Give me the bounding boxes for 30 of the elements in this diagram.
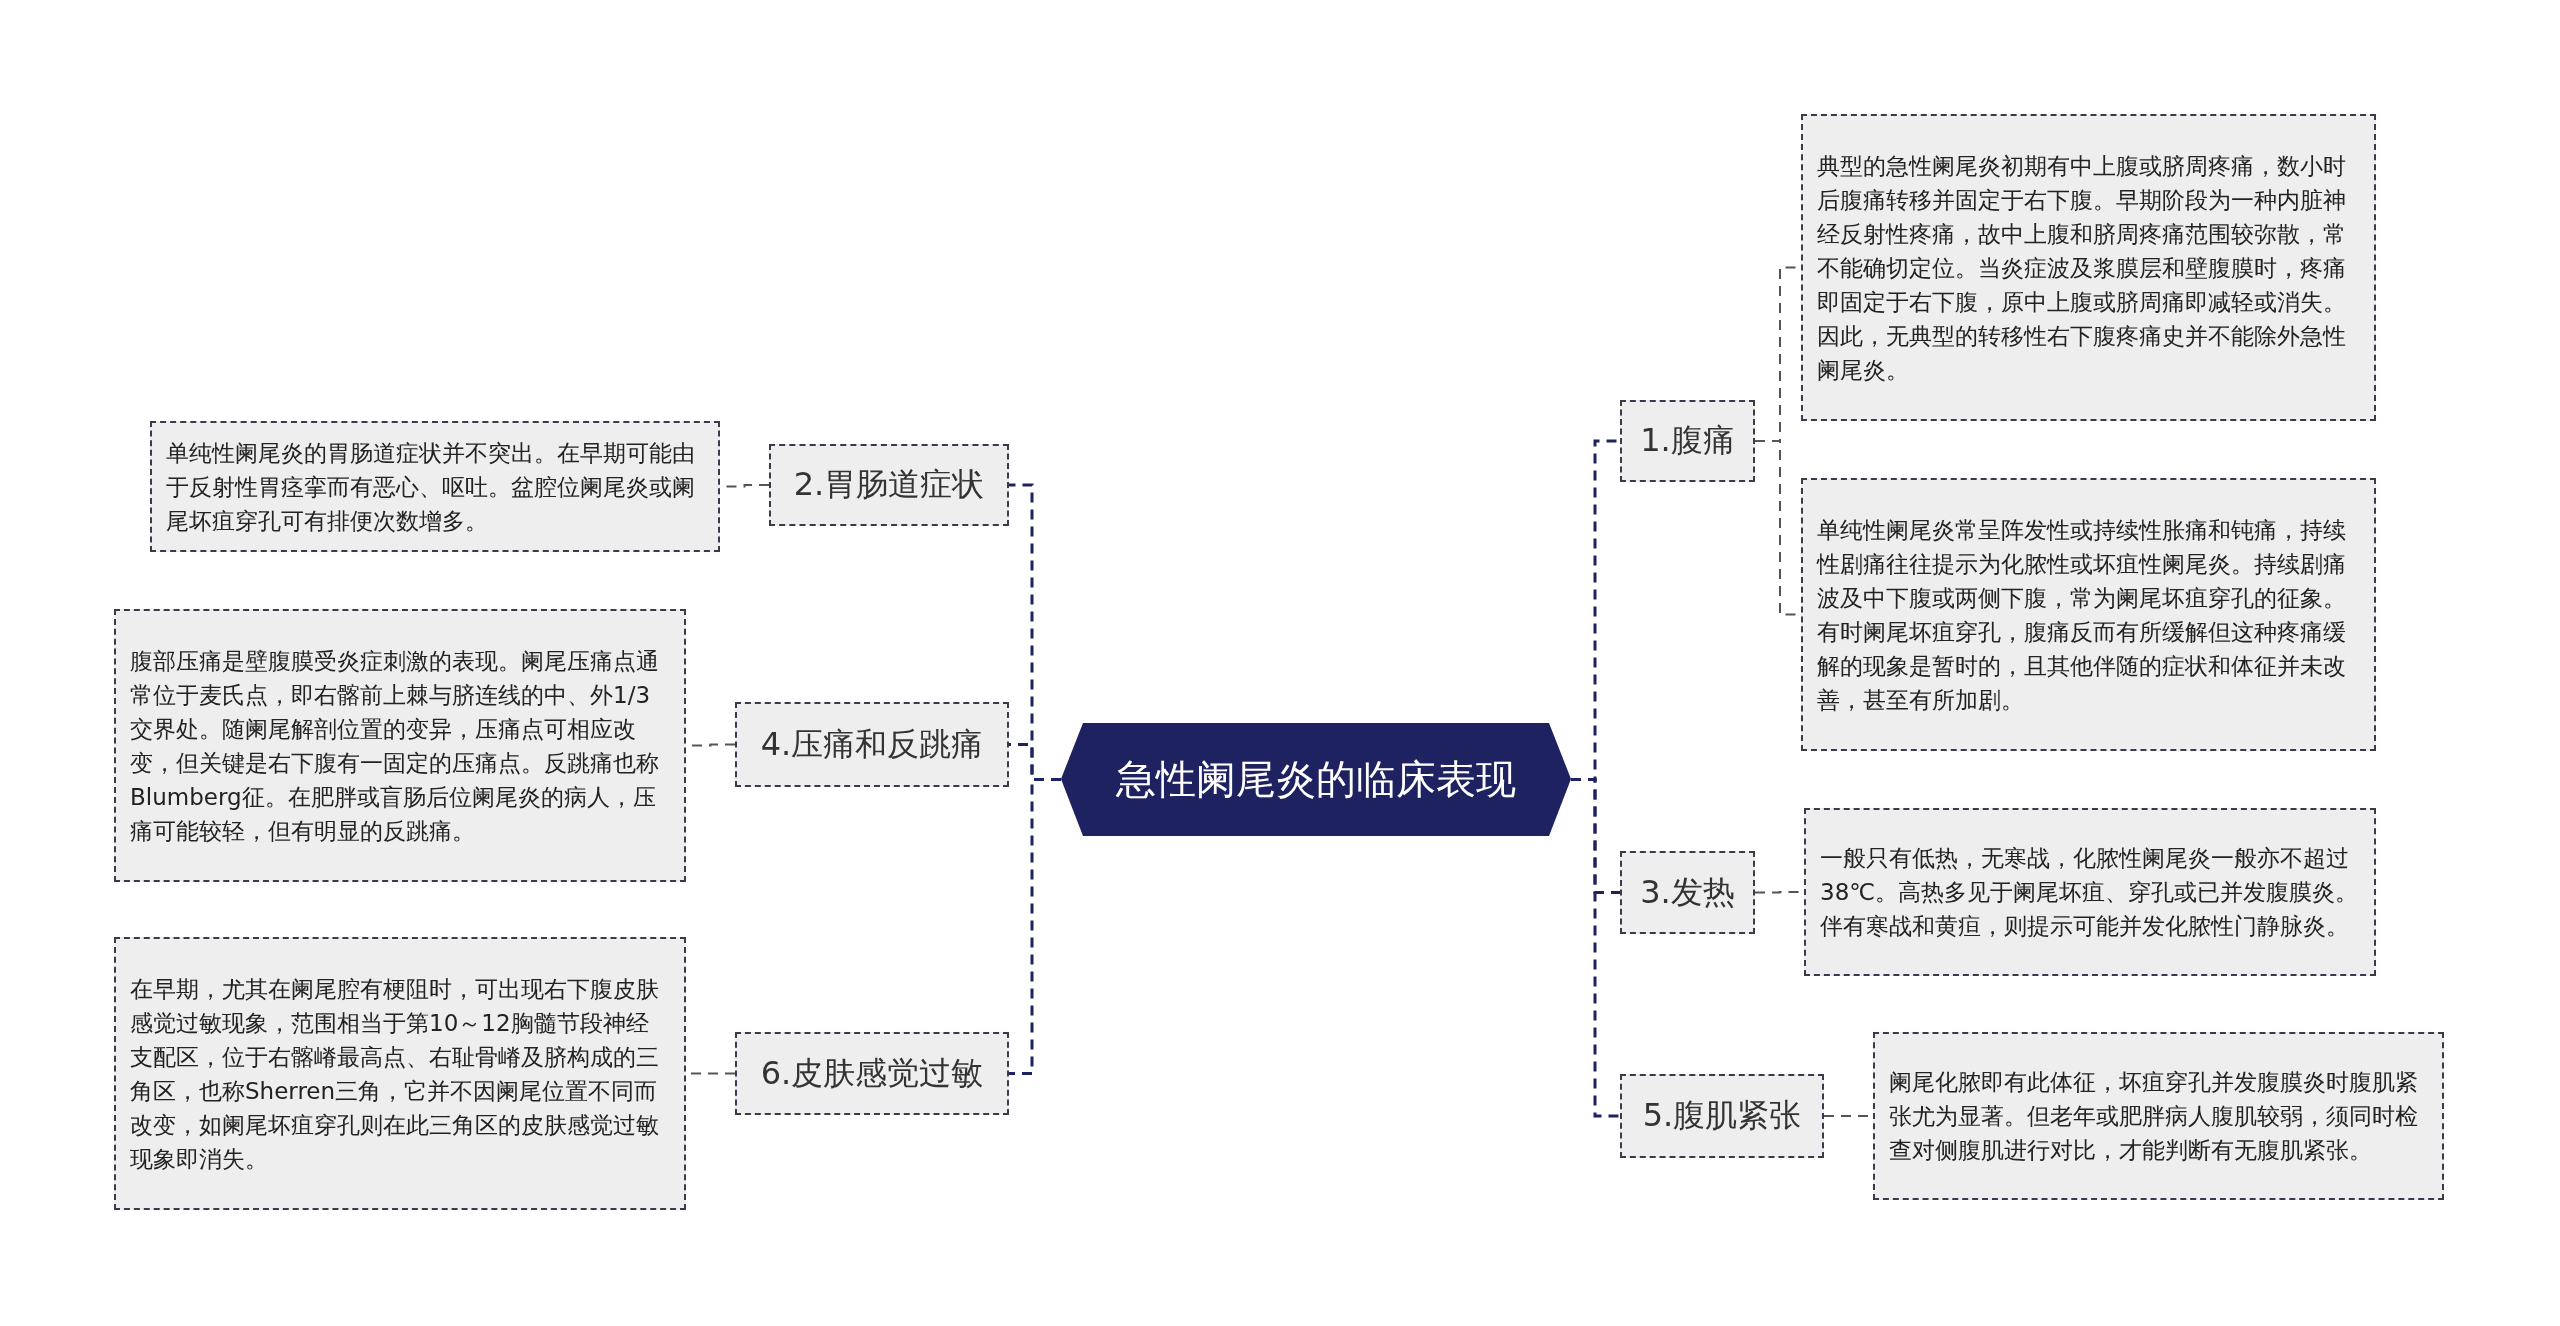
topic-label: 2.胃肠道症状 <box>793 464 985 505</box>
connector <box>1009 778 1061 1075</box>
note-box <box>114 937 686 1210</box>
note-text: 阑尾化脓即有此体征，坏疽穿孔并发腹膜炎时腹肌紧张尤为显著。但老年或肥胖病人腹肌较弱，须同时检查对侧腹肌进行对比，才能判断有无腹肌紧张。 <box>1889 1068 2419 1165</box>
note-box <box>114 609 686 882</box>
note-box <box>1804 808 2376 976</box>
topic-box <box>1620 1074 1824 1158</box>
note-text: 一般只有低热，无寒战，化脓性阑尾炎一般亦不超过38℃。高热多见于阑尾坏疽、穿孔或已并发腹膜炎。伴有寒战和黄疸，则提示可能并发化脓性门静脉炎。 <box>1820 844 2360 941</box>
note-text: 单纯性阑尾炎的胃肠道症状并不突出。在早期可能由于反射性胃痉挛而有恶心、呕吐。盆腔位阑尾炎或阑尾坏疽穿孔可有排便次数增多。 <box>166 438 696 536</box>
central-topic <box>1061 723 1571 836</box>
connector <box>1571 778 1620 1118</box>
note-box <box>1801 478 2376 751</box>
topic-label: 5.腹肌紧张 <box>1642 1095 1802 1136</box>
note-text: 腹部压痛是壁腹膜受炎症刺激的表现。阑尾压痛点通常位于麦氏点，即右髂前上棘与脐连线的中、外1/3交界处。随阑尾解剖位置的变异，压痛点可相应改变，但关键是右下腹有一固定的压痛点。反跳痛也称Blumberg征。在肥胖或盲肠后位阑尾炎的病人，压痛可能较轻，但有明显的反跳痛。 <box>130 646 660 846</box>
topic-box <box>1620 400 1755 482</box>
topic-label: 急性阑尾炎的临床表现 <box>1116 755 1516 804</box>
topic-box <box>1620 851 1755 934</box>
topic-box <box>735 702 1009 787</box>
note-text: 典型的急性阑尾炎初期有中上腹或脐周疼痛，数小时后腹痛转移并固定于右下腹。早期阶段为一种内脏神经反射性疼痛，故中上腹和脐周疼痛范围较弥散，常不能确切定位。当炎症波及浆膜层和壁腹膜时，疼痛即固定于右下腹，原中上腹或脐周痛即减轻或消失。因此，无典型的转移性右下腹疼痛史并不能除外急性阑尾炎。 <box>1817 151 2347 385</box>
topic-label: 1.腹痛 <box>1640 420 1735 461</box>
topic-box <box>769 444 1009 526</box>
topic-label: 3.发热 <box>1640 871 1735 913</box>
note-text: 单纯性阑尾炎常呈阵发性或持续性胀痛和钝痛，持续性剧痛往往提示为化脓性或坏疽性阑尾炎。持续剧痛波及中下腹或两侧下腹，常为阑尾坏疽穿孔的征象。有时阑尾坏疽穿孔，腹痛反而有所缓解但这种疼痛缓解的现象是暂时的，且其他伴随的症状和体征并未改善，甚至有所加剧。 <box>1817 515 2347 715</box>
note-box <box>150 421 720 552</box>
topic-label: 4.压痛和反跳痛 <box>760 723 984 765</box>
note-box <box>1801 114 2376 421</box>
note-box <box>1873 1032 2444 1200</box>
topic-label: 6.皮肤感觉过敏 <box>760 1052 984 1094</box>
topic-box <box>735 1032 1009 1115</box>
note-text: 在早期，尤其在阑尾腔有梗阻时，可出现右下腹皮肤感觉过敏现象，范围相当于第10～12胸髓节段神经支配区，位于右髂嵴最高点、右耻骨嵴及脐构成的三角区，也称Sherren三角，它并不因阑尾位置不同而改变，如阑尾坏疽穿孔则在此三角区的皮肤感觉过敏现象即消失。 <box>130 974 660 1174</box>
